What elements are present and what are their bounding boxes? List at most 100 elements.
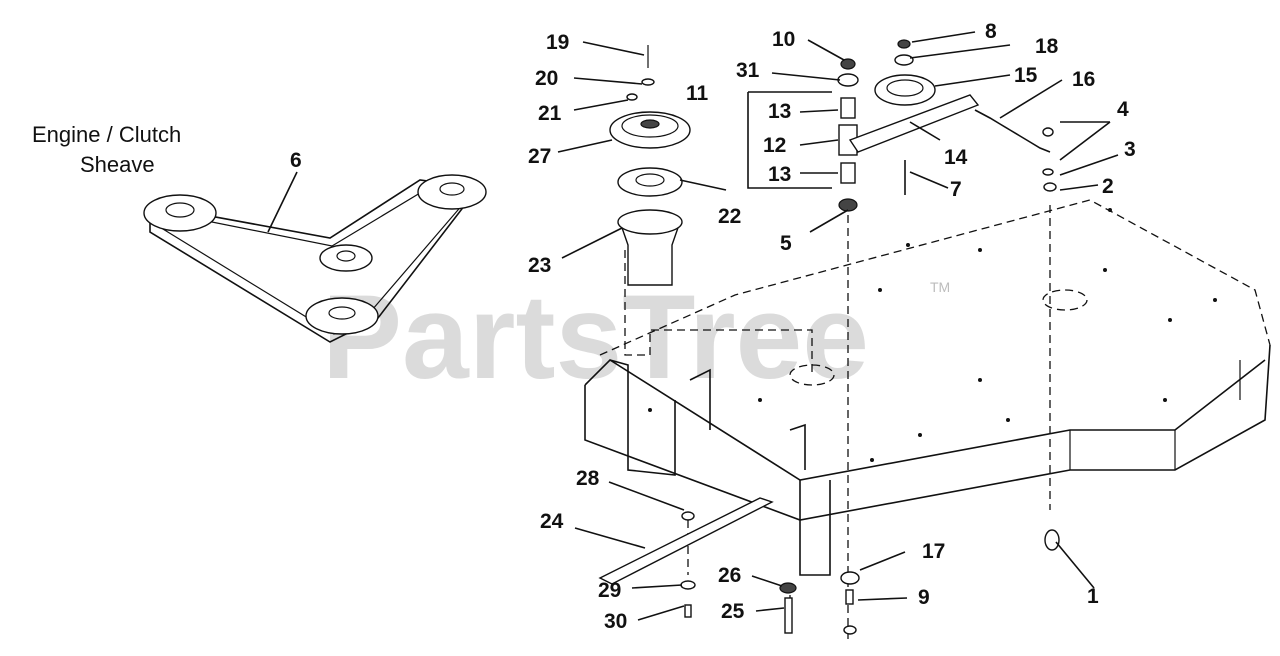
idler-pulley-15 (874, 74, 936, 106)
leader-line-7 (909, 171, 949, 189)
callout-9: 9 (918, 586, 930, 609)
center-spindle-assembly (747, 58, 859, 212)
watermark: PartsTree TM (322, 270, 950, 404)
right-spindle-sheave (417, 174, 487, 210)
callout-4: 4 (1117, 98, 1129, 121)
belt-outline (149, 179, 480, 343)
leader-line-28 (608, 481, 685, 511)
spindle-housing-23-top (617, 209, 683, 235)
mower-deck (584, 199, 1271, 640)
leader-line-9 (857, 597, 908, 601)
leader-line-26 (751, 575, 783, 587)
callout-25: 25 (721, 600, 745, 623)
callout-16: 16 (1072, 68, 1095, 91)
washer-2 (1043, 182, 1057, 192)
nut-26 (779, 582, 797, 594)
washer-20 (641, 78, 655, 86)
washer-3 (1042, 168, 1054, 176)
callout-20: 20 (535, 67, 558, 90)
engine-sheave-hub (165, 202, 195, 218)
right-sheave-hub (439, 182, 465, 196)
leader-line-3 (1059, 154, 1119, 176)
callout-18: 18 (1035, 35, 1059, 58)
belt-routing-diagram: Engine / Clutch Sheave 6 (32, 122, 487, 343)
idler-sheave (319, 244, 373, 272)
leader-line-18 (909, 44, 1011, 59)
deck-mid-bracket (689, 368, 711, 430)
leader-line-30 (637, 605, 685, 621)
washer-22 (617, 167, 683, 197)
nut-21 (626, 93, 638, 101)
callout-labels: 1 2 3 4 5 7 8 9 10 11 12 13 13 14 15 16 … (528, 20, 1136, 633)
leader-line-22 (679, 179, 727, 191)
left-sheave-hub (328, 306, 356, 320)
nut-10 (840, 58, 856, 70)
callout-30: 30 (604, 610, 627, 633)
deck-rivets (648, 208, 1217, 462)
callout-19: 19 (546, 31, 569, 54)
deck-top-edge (599, 199, 1271, 356)
leader-line-31 (771, 72, 841, 81)
callout-27: 27 (528, 145, 551, 168)
callout-23: 23 (528, 254, 551, 277)
bolt-1 (1044, 529, 1060, 551)
pulley-27-groove (621, 114, 679, 138)
leader-line-8 (911, 31, 976, 43)
callout-17: 17 (922, 540, 945, 563)
callout-29: 29 (598, 579, 621, 602)
spring-16 (974, 109, 1051, 153)
leader-line-21 (573, 99, 629, 111)
callout-24: 24 (540, 510, 564, 533)
callout-13-lower: 13 (768, 163, 791, 186)
washer-9-lower (843, 625, 857, 635)
callout-7: 7 (950, 178, 962, 201)
engine-clutch-sheave (143, 194, 217, 232)
leader-line-6 (267, 171, 298, 233)
callout-6: 6 (290, 149, 302, 172)
callout-28: 28 (576, 467, 600, 490)
nut-8 (897, 39, 911, 49)
bushing-13-upper (840, 97, 856, 119)
leader-line-23 (561, 227, 623, 259)
washer-28 (681, 511, 695, 521)
washer-22-hole (635, 173, 665, 187)
bolt-25 (784, 597, 793, 634)
deck-left-bracket (609, 359, 676, 476)
callout-1: 1 (1087, 585, 1099, 608)
leader-line-4b (1059, 121, 1111, 161)
belt-caption-line2: Sheave (80, 152, 155, 177)
leader-line-25 (755, 607, 785, 612)
leader-line-14 (909, 121, 941, 141)
callout-11: 11 (686, 82, 709, 105)
idler-pulley-15-hub (886, 79, 924, 97)
bracket-11-22-group (747, 91, 832, 189)
leader-line-19 (582, 41, 645, 56)
bolt-9 (845, 589, 854, 605)
pulley-27 (609, 111, 691, 149)
leader-line-13a (799, 109, 839, 113)
callout-13-upper: 13 (768, 100, 791, 123)
leader-line-12 (799, 139, 839, 146)
watermark-trademark: TM (930, 279, 950, 295)
leader-line-27 (557, 139, 613, 153)
callout-8: 8 (985, 20, 997, 43)
bolt-30 (684, 604, 692, 618)
right-spindle-hole (1042, 289, 1088, 311)
callout-14: 14 (944, 146, 968, 169)
leader-line-1 (1055, 541, 1095, 589)
washer-17 (840, 571, 860, 585)
bushing-31 (837, 73, 859, 87)
deck-front-post (799, 480, 831, 576)
callout-5: 5 (780, 232, 792, 255)
blade-assembly (598, 497, 1060, 635)
leader-line-24 (574, 527, 646, 549)
callout-15: 15 (1014, 64, 1038, 87)
blade-24 (598, 497, 774, 585)
center-spindle-hole (789, 364, 835, 386)
bushing-13-lower (840, 162, 856, 184)
leader-line-2 (1059, 184, 1099, 191)
callout-3: 3 (1124, 138, 1136, 161)
leader-line-17 (859, 551, 906, 571)
leader-line-5 (809, 209, 849, 233)
